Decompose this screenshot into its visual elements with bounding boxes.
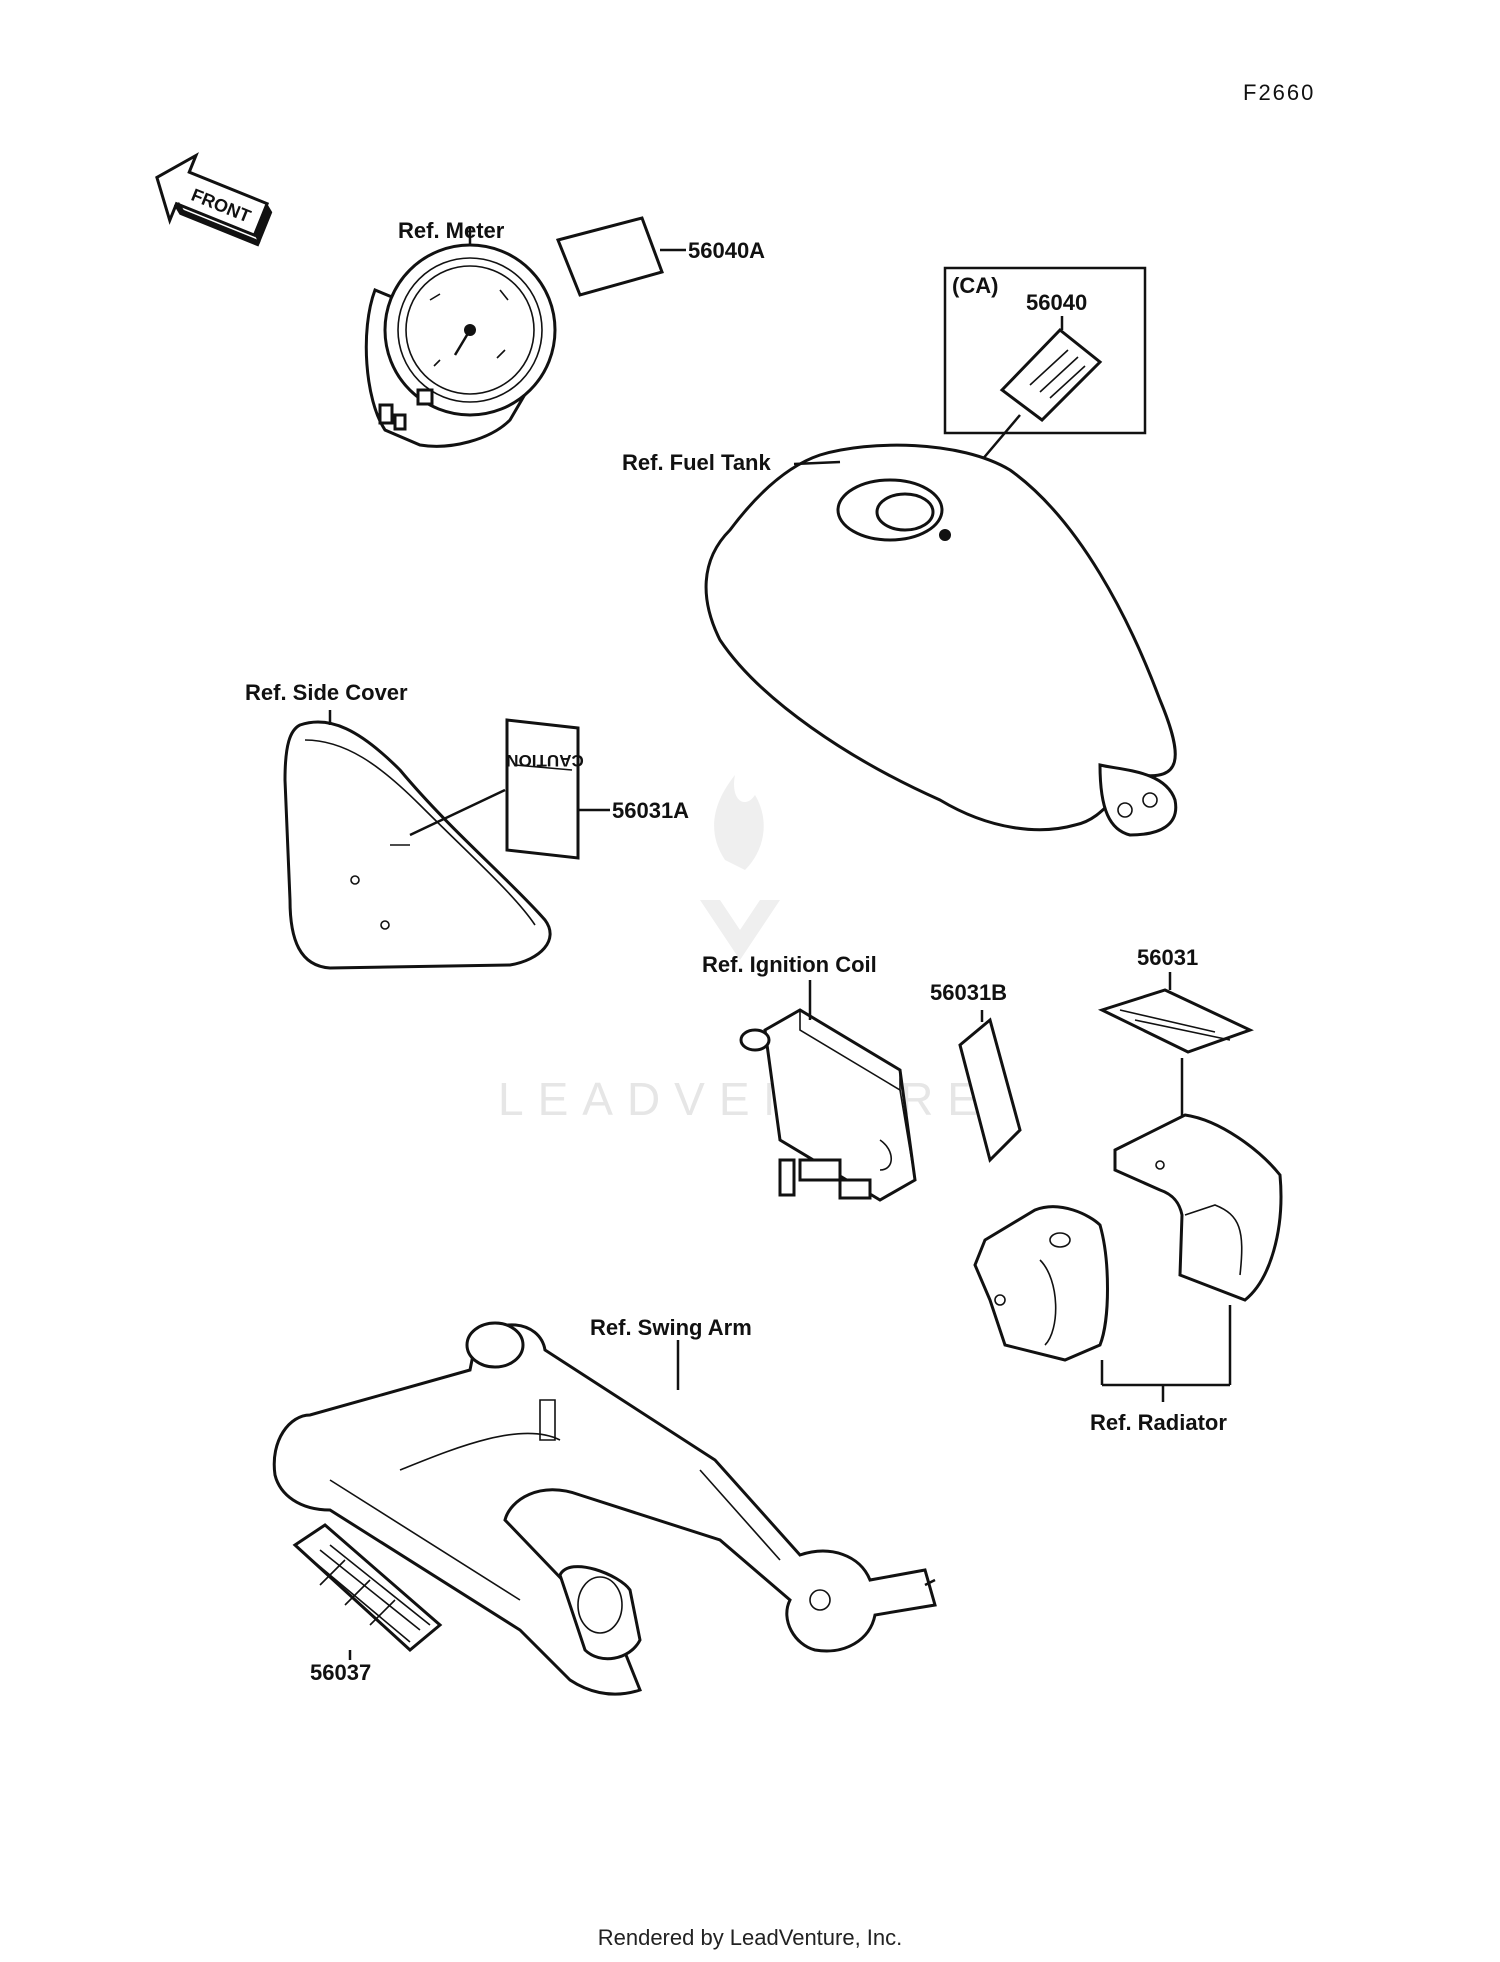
footer-credit: Rendered by LeadVenture, Inc. <box>597 1925 903 1950</box>
radiator-bracket-lines <box>1100 1305 1232 1402</box>
label-ca: (CA) <box>952 273 998 298</box>
side-cover-drawing <box>283 720 552 970</box>
radiator-cover-drawing <box>973 1205 1109 1362</box>
label-ref-fuel-tank: Ref. Fuel Tank <box>622 450 771 475</box>
sticker-56040[interactable] <box>999 327 1103 422</box>
swing-arm-drawing <box>272 1321 937 1696</box>
sticker-56040a[interactable] <box>555 216 664 297</box>
watermark-text: LEADVENTURE <box>498 1073 992 1125</box>
meter-drawing <box>364 243 557 448</box>
label-56040a: 56040A <box>688 238 765 263</box>
ca-box <box>943 266 1147 435</box>
sticker-56031[interactable] <box>1097 988 1254 1054</box>
sticker-56037[interactable] <box>292 1523 443 1652</box>
front-arrow-icon: FRONT <box>155 152 273 247</box>
label-56031b: 56031B <box>930 980 1007 1005</box>
label-56040: 56040 <box>1026 290 1087 315</box>
sticker-56031b[interactable] <box>958 1017 1022 1163</box>
figure-number: F2660 <box>1243 80 1315 105</box>
label-56037: 56037 <box>310 1660 371 1685</box>
fuel-tank-leader-line <box>793 460 841 466</box>
fuel-tank-drawing <box>704 443 1178 837</box>
label-ref-ignition-coil: Ref. Ignition Coil <box>702 952 877 977</box>
label-ref-side-cover: Ref. Side Cover <box>245 680 408 705</box>
label-56031a: 56031A <box>612 798 689 823</box>
radiator-bracket-drawing <box>1113 1113 1283 1302</box>
ignition-coil-drawing <box>739 1008 917 1202</box>
leader-56031a-to-cover <box>409 788 506 837</box>
sticker-56031a[interactable]: CAUTION <box>505 718 584 860</box>
label-ref-swing-arm: Ref. Swing Arm <box>590 1315 752 1340</box>
label-56031: 56031 <box>1137 945 1198 970</box>
label-ref-meter: Ref. Meter <box>398 218 505 243</box>
label-ref-radiator: Ref. Radiator <box>1090 1410 1227 1435</box>
watermark-logo <box>700 775 780 960</box>
